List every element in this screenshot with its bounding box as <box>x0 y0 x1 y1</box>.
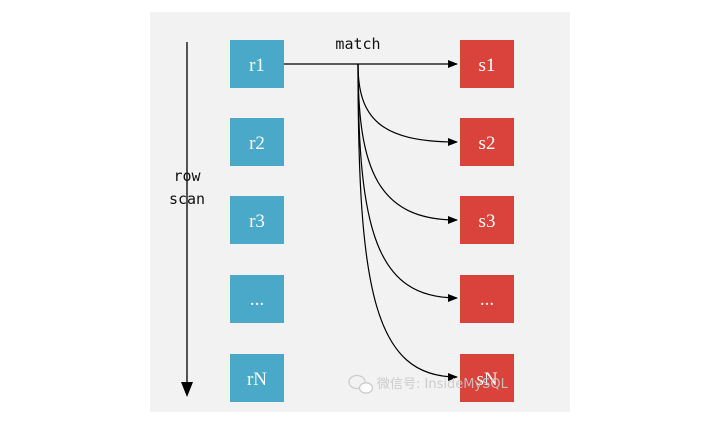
match-arrow-s3 <box>357 63 458 224</box>
wechat-icon <box>348 374 374 394</box>
inner-row-label: s1 <box>479 55 496 76</box>
watermark: 微信号: InsideMySQL <box>348 374 509 394</box>
outer-row-box: r2 <box>230 118 284 166</box>
row-scan-label-line1: row <box>173 167 201 185</box>
inner-row-box: s1 <box>460 40 514 88</box>
inner-row-label: sN <box>476 369 497 390</box>
match-label: match <box>335 35 380 53</box>
inner-row-label: s2 <box>479 133 496 154</box>
outer-row-box: r1 <box>230 40 284 88</box>
watermark-text: 微信号: InsideMySQL <box>377 377 509 392</box>
inner-row-box: s3 <box>460 196 514 244</box>
match-arrow-s4 <box>357 63 458 302</box>
row-scan-label-line2: scan <box>169 190 205 208</box>
outer-row-label: r2 <box>249 133 265 154</box>
match-arrow-sN <box>357 63 458 381</box>
outer-row-label: r3 <box>249 211 265 232</box>
outer-row-box: rN <box>230 354 284 402</box>
inner-row-label: s3 <box>479 211 496 232</box>
row-scan-arrowhead <box>181 382 193 397</box>
inner-row-box: s2 <box>460 118 514 166</box>
inner-row-box: sN <box>460 354 514 402</box>
outer-table-rows: r1 r2 r3 ... rN <box>230 40 284 402</box>
inner-row-label: ... <box>480 289 494 310</box>
match-arrow-s2 <box>357 63 458 146</box>
inner-table-rows: s1 s2 s3 ... sN <box>460 40 514 402</box>
outer-row-label: ... <box>250 289 264 310</box>
outer-row-box: ... <box>230 275 284 323</box>
outer-row-label: r1 <box>249 55 265 76</box>
outer-row-box: r3 <box>230 196 284 244</box>
outer-row-label: rN <box>247 369 267 390</box>
inner-row-box: ... <box>460 275 514 323</box>
